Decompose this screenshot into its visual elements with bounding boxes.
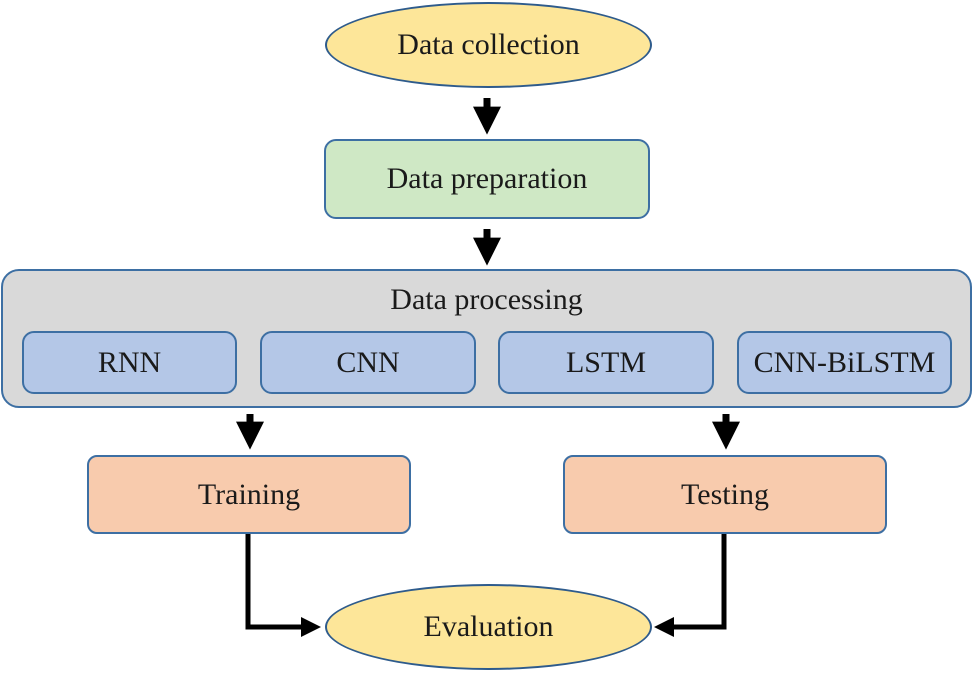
data-preparation-node: Data preparation	[324, 139, 650, 219]
model-box-lstm: LSTM	[498, 331, 714, 394]
model-label-cnn: CNN	[336, 345, 400, 379]
testing-label: Testing	[681, 477, 769, 511]
model-label-lstm: LSTM	[565, 345, 646, 379]
training-label: Training	[197, 477, 301, 511]
model-box-cnn: CNN	[260, 331, 476, 394]
training-node: Training	[87, 455, 411, 534]
arrow-testing-to-evaluation	[654, 534, 727, 637]
testing-node: Testing	[563, 455, 887, 534]
arrow-training-to-evaluation	[245, 534, 321, 637]
model-box-cnn-bilstm: CNN-BiLSTM	[737, 331, 952, 394]
data-processing-label: Data processing	[390, 283, 583, 316]
evaluation-label: Evaluation	[423, 610, 554, 643]
model-label-rnn: RNN	[97, 345, 162, 379]
data-collection-label: Data collection	[397, 28, 580, 61]
data-collection-node: Data collection	[325, 2, 652, 88]
model-label-cnn-bilstm: CNN-BiLSTM	[753, 345, 936, 379]
evaluation-node: Evaluation	[325, 584, 652, 670]
data-preparation-label: Data preparation	[386, 162, 588, 195]
model-box-rnn: RNN	[22, 331, 237, 394]
